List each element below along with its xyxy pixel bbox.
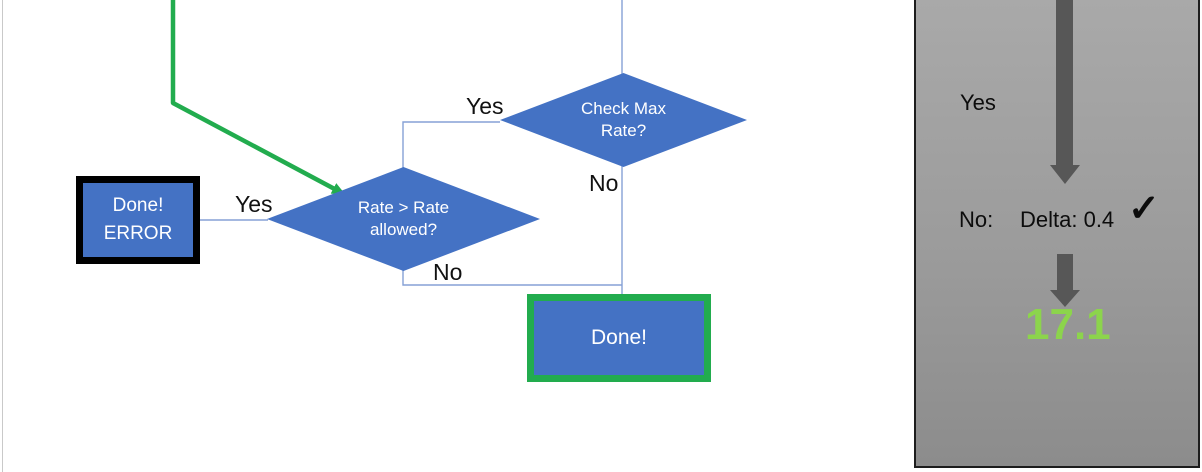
decision-label-line1: Check Max — [580, 99, 667, 118]
decision-label-line1: Rate > Rate — [357, 198, 450, 217]
side-panel: Yes No: Delta: 0.4 ✓ 17.1 — [914, 0, 1200, 468]
edge-label-rate-yes: Yes — [235, 191, 273, 217]
checkmark-icon: ✓ — [1128, 188, 1160, 230]
edge-label-rate-no: No — [433, 259, 463, 285]
terminal-label-line2: ERROR — [103, 223, 173, 244]
left-edge-guide — [2, 0, 3, 472]
panel-delta-value: Delta: 0.4 — [1020, 207, 1115, 232]
down-arrow-icon — [1056, 0, 1073, 166]
terminal-label-line1: Done! — [112, 195, 164, 216]
green-highlight-arrow — [170, 0, 346, 196]
down-arrow-head-icon — [1050, 290, 1080, 307]
terminal-done-error: Done! ERROR — [76, 176, 200, 264]
panel-no-label: No: — [959, 207, 994, 232]
decision-label-line2: Rate? — [600, 121, 647, 140]
result-value: 17.1 — [1025, 300, 1111, 349]
edge-label-check-no: No — [589, 170, 619, 196]
connector-lines — [170, 0, 623, 296]
edge-rate-no-to-done — [402, 268, 622, 286]
edge-check-yes-to-rate — [402, 121, 500, 169]
down-arrow-icon — [1057, 254, 1073, 291]
edge-label-check-yes: Yes — [466, 93, 504, 119]
terminal-label: Done! — [590, 326, 648, 349]
down-arrow-head-icon — [1050, 165, 1080, 184]
terminal-done: Done! — [527, 294, 711, 382]
panel-yes-label: Yes — [960, 90, 996, 115]
decision-label-line2: allowed? — [369, 220, 438, 239]
